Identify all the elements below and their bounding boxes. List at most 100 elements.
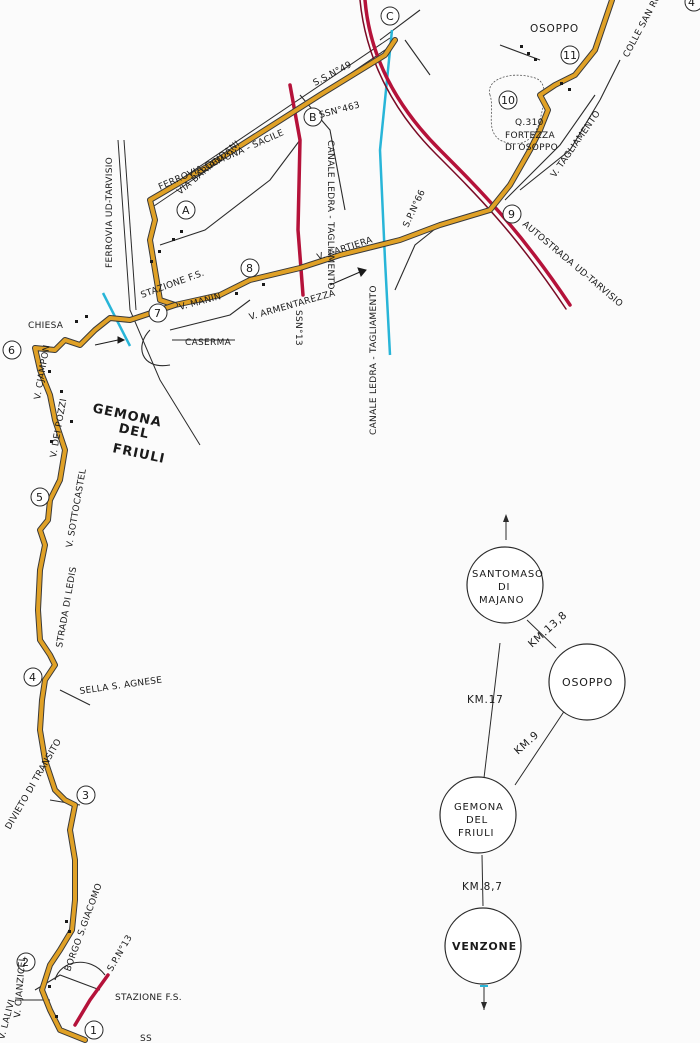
label-fortezza-q: Q.310: [515, 118, 544, 128]
map-mark: DI: [498, 582, 510, 593]
map-mark: [50, 440, 53, 443]
map-mark: [498, 90, 518, 110]
label-del: DEL: [117, 421, 150, 442]
map-mark: [59, 689, 91, 706]
map-mark: [404, 39, 431, 76]
label-ferrovia-ud: FERROVIA UD-TARVISIO: [105, 157, 115, 268]
waypoint-10: 10: [498, 90, 518, 110]
label-osoppo: OSOPPO: [530, 23, 579, 35]
label-v-lalivi: V. LALIVI: [0, 998, 18, 1040]
ssn463-road: [288, 83, 305, 297]
map-mark: [520, 45, 523, 48]
map-mark: [439, 776, 517, 854]
map-mark: [359, 0, 567, 310]
map-mark: [68, 930, 71, 933]
map-mark: [23, 667, 43, 687]
map-mark: [568, 88, 571, 91]
edge-santomaso-osoppo: [526, 619, 557, 649]
map-mark: [466, 546, 544, 624]
label-caserma: CASERMA: [185, 338, 232, 348]
map-mark: [504, 94, 596, 201]
waypoint-6: 6: [2, 340, 22, 360]
waypoint-5: 5: [30, 487, 50, 507]
map-mark: 5: [36, 491, 43, 504]
waypoint-2: 2: [16, 952, 36, 972]
distance-santomaso-gemona: KM.17: [467, 694, 504, 706]
waypoint-7: 7: [148, 303, 168, 323]
map-mark: [599, 59, 621, 101]
label-fortezza-2: DI OSOPPO: [505, 143, 558, 153]
map-mark: [379, 9, 421, 41]
map-mark: [499, 44, 541, 61]
map-mark: [380, 6, 400, 26]
map-mark: [117, 336, 126, 344]
waypoint-b: B: [303, 107, 323, 127]
map-mark: [84, 1020, 104, 1040]
map-mark: [30, 487, 50, 507]
map-mark: [94, 339, 119, 346]
edge-gemona-venzone: [481, 854, 484, 907]
node-santomaso: SANTOMASO DI MAJANO: [466, 546, 544, 624]
map-mark: [148, 0, 614, 307]
map-mark: [60, 390, 63, 393]
map-mark: GEMONA: [454, 802, 504, 813]
node-gemona: GEMONA DEL FRIULI: [439, 776, 517, 854]
map-mark: [2, 340, 22, 360]
label-ss: SS: [140, 1034, 152, 1043]
label-chiesa: CHIESA: [28, 321, 64, 331]
map-mark: [394, 224, 441, 291]
map-mark: [502, 204, 522, 224]
label-v-armentarezza: V. ARMENTAREZZA: [248, 289, 337, 323]
label-canale-bottom: CANALE LEDRA - TAGLIAMENTO: [369, 285, 379, 435]
label-sella-s-agnese: SELLA S. AGNESE: [79, 675, 163, 697]
label-stazione-fs-top: STAZIONE F.S.: [140, 269, 206, 301]
map-mark: [534, 58, 537, 61]
map-mark: [123, 139, 137, 311]
label-sp13: S.P.N°13: [106, 933, 135, 973]
map-mark: [527, 52, 530, 55]
node-venzone: VENZONE: [444, 907, 522, 985]
distance-santomaso-osoppo: KM.13,8: [526, 609, 570, 650]
map-mark: 7: [154, 307, 161, 320]
label-v-sottocastel: V. SOTTOCASTEL: [65, 468, 89, 549]
map-mark: [54, 961, 106, 981]
railway-gemona-sacile: [149, 37, 391, 201]
waypoint-11: 11: [560, 45, 580, 65]
map-mark: [684, 0, 700, 12]
map-mark: [65, 920, 68, 923]
distance-osoppo-gemona: KM.9: [512, 729, 542, 757]
label-canale-top: CANALE LEDRA - TAGLIAMENTO: [325, 140, 335, 290]
map-mark: [363, 0, 572, 307]
map-mark: VENZONE: [452, 940, 517, 953]
map-mark: OSOPPO: [562, 676, 613, 689]
map-mark: [33, 303, 177, 1042]
label-sp66: S.P.N°66: [402, 188, 428, 229]
label-colle: COLLE SAN ROCCO: [622, 0, 674, 59]
label-fortezza-1: FORTEZZA: [505, 131, 555, 141]
map-mark: [299, 94, 346, 211]
map-mark: [48, 370, 51, 373]
map-mark: [75, 320, 78, 323]
map-mark: [235, 292, 238, 295]
building-marks: [48, 45, 571, 1018]
map-mark: [159, 139, 301, 246]
direction-arrows: [94, 267, 367, 346]
motorway: [359, 0, 572, 310]
map-mark: 10: [501, 94, 515, 107]
map-mark: [85, 315, 88, 318]
map-mark: [180, 230, 183, 233]
map-mark: [148, 303, 168, 323]
map-mark: B: [309, 111, 317, 124]
map-mark: [158, 250, 161, 253]
map-mark: [16, 952, 36, 972]
route: [32, 0, 615, 1043]
map-mark: [172, 238, 175, 241]
map-mark: 6: [8, 344, 15, 357]
map-mark: [481, 1002, 487, 1010]
canale-ledra-tagliamento: [378, 29, 394, 356]
map-mark: 8: [246, 262, 253, 275]
label-ssn463: SSN°463: [318, 100, 361, 121]
map-mark: [141, 329, 171, 367]
map-mark: [70, 420, 73, 423]
map-mark: [560, 45, 580, 65]
